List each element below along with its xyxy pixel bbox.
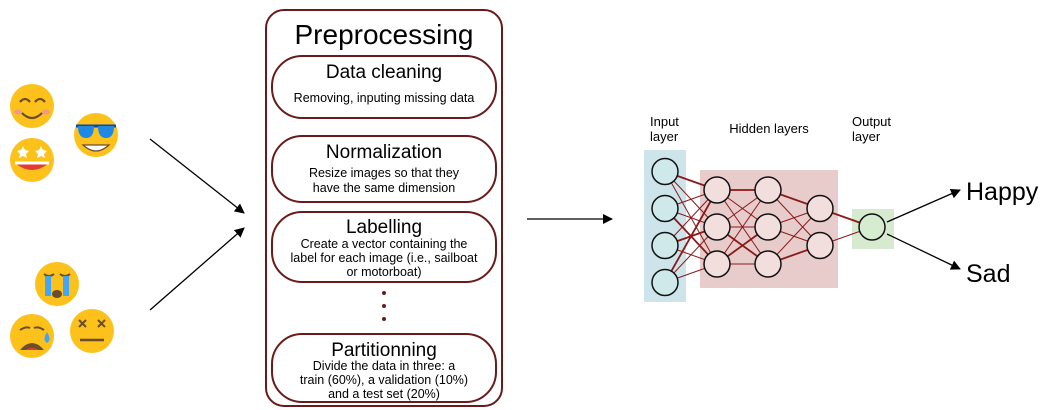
arrow-to-happy [886,189,961,223]
step-data-cleaning-box [271,55,497,119]
sad-sweat-face-icon [10,314,54,358]
step-partitionning-text-2: train (60%), a validation (10%) [300,373,468,387]
arrow-happy-to-preprocessing [149,138,245,214]
output-sad-label: Sad [966,260,1010,288]
step-labelling-text-2: label for each image (i.e., sailboat [291,251,478,265]
star-struck-face-icon [10,138,54,182]
crying-face-icon [35,262,79,306]
hidden-neuron [754,213,782,241]
step-labelling-text-1: Create a vector containing the [301,237,468,251]
hidden-neuron [703,250,731,278]
arrow-to-sad [886,233,961,270]
output-layer-label-2: layer [852,129,881,144]
step-labelling-text-3: or motorboat) [346,265,421,279]
network-edge [664,189,718,283]
hidden-neuron [703,213,731,241]
step-partitionning-title: Partitionning [331,340,437,361]
hidden-layers-label: Hidden layers [729,121,809,136]
step-labelling-box [271,211,497,283]
input-layer-label-2: layer [650,129,679,144]
ellipsis-dots [382,291,386,321]
hidden-neuron [754,250,782,278]
step-partitionning-text-1: Divide the data in three: a [313,359,455,373]
hidden-neuron [703,176,731,204]
step-labelling-title: Labelling [346,217,422,238]
input-neuron [651,194,679,223]
step-data-cleaning-text-1: Removing, inputing missing data [294,91,475,105]
hidden-neuron [806,231,834,260]
step-normalization-text-1: Resize images so that they [309,166,460,180]
network-edge [716,189,769,265]
input-layer-label-1: Input [650,114,679,129]
output-neuron [858,213,886,241]
output-layer-label-1: Output [852,114,891,129]
step-partitionning-box [271,333,497,403]
network-nodes [651,157,886,297]
input-neuron [651,157,679,186]
step-partitionning-text-3: and a test set (20%) [328,387,440,401]
step-data-cleaning-title: Data cleaning [326,62,442,83]
output-happy-label: Happy [966,178,1039,206]
step-normalization-box [271,135,497,203]
preprocessing-title: Preprocessing [295,19,474,50]
hidden-neuron [806,194,834,223]
step-normalization-text-2: have the same dimension [313,181,455,195]
arrow-sad-to-preprocessing [149,227,245,311]
sunglasses-face-icon [74,113,118,157]
smiling-face-icon [10,84,54,128]
dizzy-face-icon [70,309,114,353]
input-neuron [651,268,679,297]
hidden-neuron [754,176,782,204]
input-neuron [651,231,679,260]
step-normalization-title: Normalization [326,142,442,163]
